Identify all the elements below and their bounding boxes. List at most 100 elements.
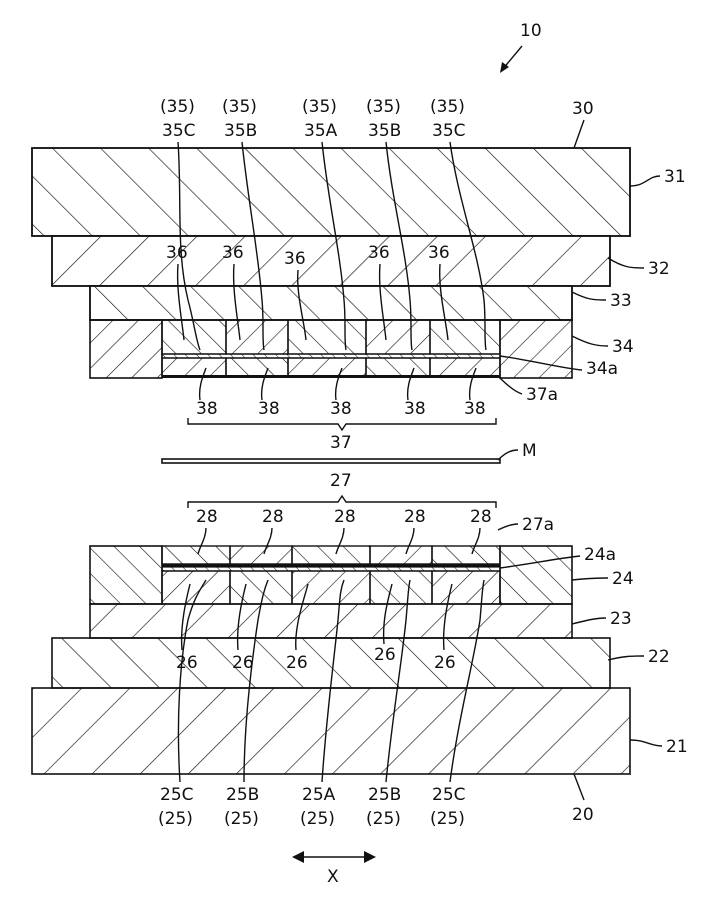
layer-34a-label: 34a [586,359,618,379]
layer-34-right [499,319,573,379]
lower-coil-2-code: 25B [226,785,259,805]
lower-core-5-label: 26 [434,653,456,673]
lower-coil-5-code: 25C [432,785,466,805]
lower-coil-labels: 25C (25) 25B (25) 25A (25) 25B (25) 25C … [158,785,466,829]
upper-coil-leaders [177,141,487,351]
upper-pad-row [161,357,501,377]
lower-core-2-label: 26 [232,653,254,673]
lower-core-leaders [180,583,453,651]
x-direction-arrow [292,851,376,863]
upper-pad-1 [161,357,227,377]
lower-pad-5 [431,545,501,565]
plate-33-hatch [89,285,573,321]
upper-coil-4-code: 35B [368,121,401,141]
lower-side-refs: 27a 24a 24 23 22 21 [497,515,688,757]
upper-pad-2 [225,357,289,377]
upper-core-4-label: 36 [368,243,390,263]
plate-23 [89,603,573,639]
medium-m [161,458,501,464]
lower-core-3-label: 26 [286,653,308,673]
upper-pad-1-label: 38 [196,399,218,419]
lower-core-5 [431,570,501,605]
lower-pad-4-label: 28 [404,507,426,527]
plate-32-label: 32 [648,259,670,279]
upper-pad-5-label: 38 [464,399,486,419]
upper-side-refs: 31 32 33 34 34a 37a [499,167,686,405]
plate-32-hatch [51,235,611,287]
upper-pad-3-label: 38 [330,399,352,419]
plate-22-label: 22 [648,647,670,667]
lower-coil-2-paren: (25) [224,809,259,829]
lower-core-4 [369,570,433,605]
layer-34-label: 34 [612,337,634,357]
upper-core-3-label: 36 [284,249,306,269]
upper-pad-4-label: 38 [404,399,426,419]
upper-group-brace [187,418,497,432]
upper-coil-3-paren: (35) [302,97,337,117]
upper-core-3 [287,319,367,355]
upper-core-1-label: 36 [166,243,188,263]
upper-pad-3 [287,357,367,377]
x-axis-label: X [327,867,339,887]
upper-coil-5-code: 35C [432,121,466,141]
sheet-37a-label: 37a [526,385,558,405]
layer-24-label: 24 [612,569,634,589]
upper-coil-2-paren: (35) [222,97,257,117]
lower-core-row [161,570,501,605]
upper-pad-5 [429,357,501,377]
upper-pad-4 [365,357,431,377]
upper-coil-1-code: 35C [162,121,196,141]
lower-coil-leaders [177,579,485,783]
upper-coil-2-code: 35B [224,121,257,141]
lower-pad-row [161,545,501,565]
assembly-ref-arrow [500,45,523,73]
upper-pad-labels: 38 38 38 38 38 [196,399,486,419]
upper-core-5 [429,319,501,355]
layer-24-left [89,545,163,605]
lower-coil-5-paren: (25) [430,809,465,829]
sheet-27a-label: 27a [522,515,554,535]
plate-23-label: 23 [610,609,632,629]
layer-24-right [499,545,573,605]
lower-group-brace [187,494,497,508]
lower-coil-1-code: 25C [160,785,194,805]
plate-31-label: 31 [664,167,686,187]
lower-pad-3 [291,545,371,565]
lower-pad-4 [369,545,433,565]
plate-21 [31,687,631,775]
lower-coil-4-paren: (25) [366,809,401,829]
upper-group-ref-label: 37 [330,433,352,453]
lower-pad-1 [161,545,231,565]
plate-21-label: 21 [666,737,688,757]
layer-34-left [89,319,163,379]
lower-core-4-label: 26 [374,645,396,665]
plate-33-label: 33 [610,291,632,311]
upper-coil-3-code: 35A [304,121,338,141]
upper-coil-5-paren: (35) [430,97,465,117]
lower-core-2 [229,570,293,605]
lower-pad-2 [229,545,293,565]
lower-pad-3-label: 28 [334,507,356,527]
upper-coil-1-paren: (35) [160,97,195,117]
lower-group-ref-label: 27 [330,471,352,491]
upper-core-row [161,319,501,355]
upper-coil-4-paren: (35) [366,97,401,117]
medium-m-label: M [522,441,537,461]
upper-unit-leader [573,119,585,149]
upper-core-2-label: 36 [222,243,244,263]
lower-unit-leader [573,773,585,801]
plate-31-hatch [31,147,631,237]
lower-pad-1-label: 28 [196,507,218,527]
lower-coil-1-paren: (25) [158,809,193,829]
layer-24a-label: 24a [584,545,616,565]
upper-core-4 [365,319,431,355]
upper-core-2 [225,319,289,355]
assembly-ref-label: 10 [520,21,542,41]
lower-core-1-label: 26 [176,653,198,673]
lower-pad-labels: 28 28 28 28 28 [196,507,492,527]
lower-coil-3-paren: (25) [300,809,335,829]
lower-pad-5-label: 28 [470,507,492,527]
lower-coil-3-code: 25A [302,785,336,805]
upper-pad-leaders [198,367,477,401]
